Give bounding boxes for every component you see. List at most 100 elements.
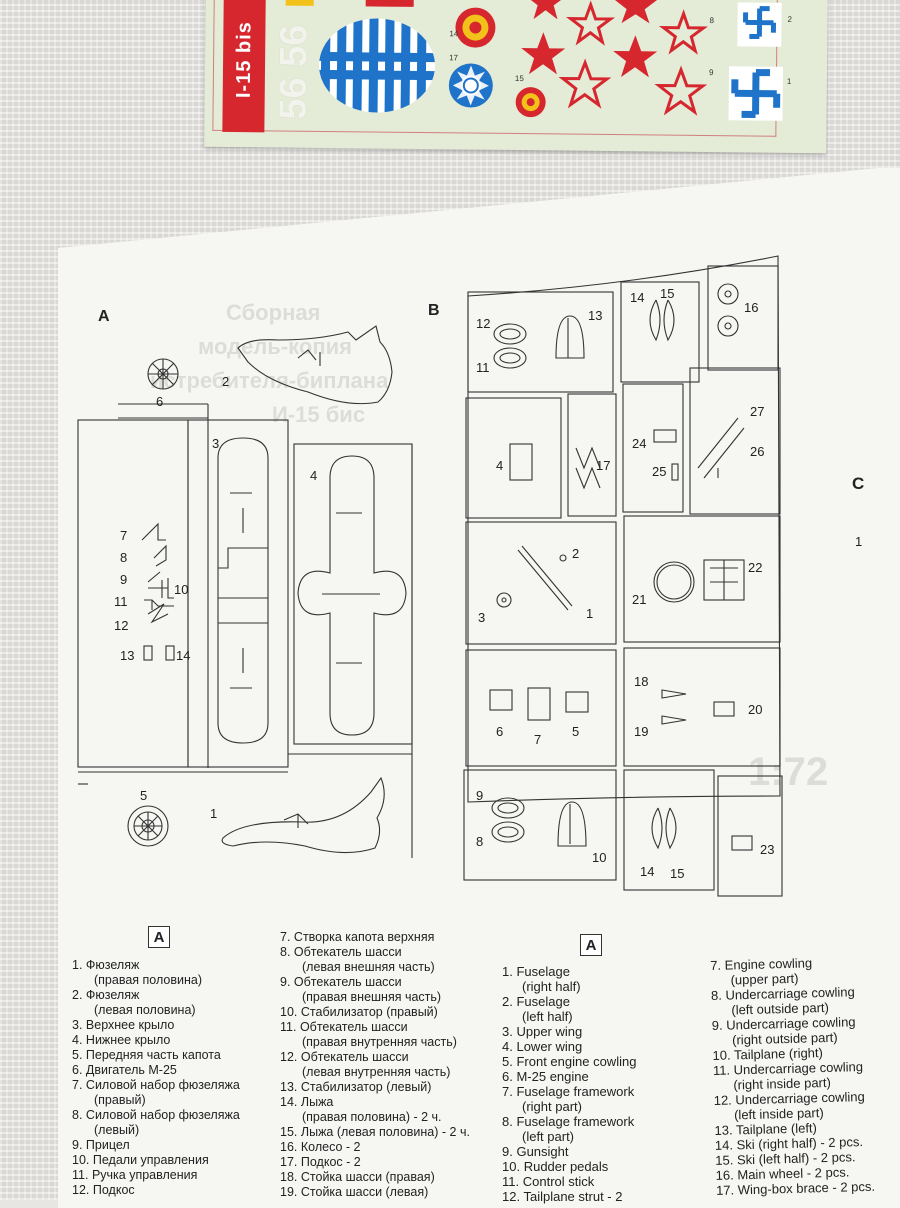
legend-item: 13. Стабилизатор (левый) (280, 1080, 470, 1095)
legend-item-text: Двигатель М-25 (85, 1063, 177, 1077)
legend-item: (левая внешняя часть) (280, 960, 470, 975)
part-a5-cowling-icon (127, 805, 169, 847)
legend-item-text: (правая половина) (94, 973, 203, 987)
legend-item: 11. Обтекатель шасси (280, 1020, 470, 1035)
legend-item-text: Прицел (85, 1138, 130, 1152)
legend-item: (правая половина) (72, 973, 240, 988)
legend-item: 5. Передняя часть капота (72, 1048, 240, 1063)
ghost-title-line: модель-копия (198, 334, 352, 359)
callout-number: 7 (120, 528, 128, 543)
legend-item-number: 16. (280, 1140, 298, 1154)
callout-number: 5 (140, 788, 148, 803)
legend-item: 7. Створка капота верхняя (280, 930, 470, 945)
legend-item: 15. Лыжа (левая половина) - 2 ч. (280, 1125, 470, 1140)
legend-item-number: 13. (280, 1080, 298, 1094)
legend-item: (left half) (502, 1009, 636, 1024)
legend-item-number: 9. (502, 1144, 513, 1159)
legend-item-number: 3. (502, 1024, 513, 1039)
legend-item: 16. Колесо - 2 (280, 1140, 470, 1155)
part-a6-engine-icon (147, 358, 179, 390)
legend-item-text: Педали управления (92, 1153, 209, 1167)
callout-number: 3 (478, 610, 486, 625)
callout-number: 11 (114, 594, 128, 609)
legend-item-number: 10. (280, 1005, 298, 1019)
sprue-a-frame (77, 403, 413, 858)
legend-item: (левая внутренняя часть) (280, 1065, 470, 1080)
legend-item: (правая внутренняя часть) (280, 1035, 470, 1050)
legend-item: 3. Upper wing (502, 1024, 636, 1039)
decal-number: 15 (514, 73, 524, 84)
legend-item: 17. Подкос - 2 (280, 1155, 470, 1170)
legend-item-number: 11. (72, 1168, 89, 1182)
legend-en-column-2: 7. Engine cowling(upper part)8. Undercar… (710, 954, 875, 1198)
legend-item-text: Engine cowling (724, 955, 813, 973)
legend-item: (левый) (72, 1123, 240, 1138)
legend-item-text: Стойка шасси (правая) (300, 1170, 435, 1184)
legend-item: 8. Fuselage framework (502, 1114, 636, 1129)
callout-number: 10 (174, 582, 189, 597)
decal-roundel-spain-small (515, 87, 546, 118)
ghost-scale: 1:72 (748, 750, 829, 794)
legend-item-number: 11. (712, 1062, 731, 1078)
callout-number: 21 (632, 592, 647, 607)
legend-item-number: 6. (72, 1063, 83, 1077)
legend-item-number: 10. (712, 1047, 731, 1063)
legend-item-number: 5. (72, 1048, 83, 1062)
sprue-b-label: B (428, 302, 440, 319)
legend-item-text: (правая половина) - 2 ч. (302, 1110, 442, 1124)
legend-item-number: 12. (72, 1183, 90, 1197)
legend-item: 11. Ручка управления (72, 1168, 240, 1183)
callout-number: 12 (476, 316, 491, 331)
legend-item-number: 15. (715, 1152, 734, 1168)
legend-item-text: Силовой набор фюзеляжа (85, 1108, 240, 1122)
legend-item-text: Обтекатель шасси (293, 945, 402, 959)
part-a2-fuselage-icon (237, 325, 393, 405)
decal-sheet: I-15 bis 56 56 (204, 0, 828, 154)
legend-item-text: Upper wing (516, 1024, 583, 1039)
part-a4-lower-wing-icon (297, 455, 407, 736)
legend-item-number: 11. (280, 1020, 297, 1034)
callout-number: 5 (572, 724, 580, 739)
legend-item: 7. Fuselage framework (502, 1084, 636, 1099)
legend-item: (right half) (502, 979, 636, 994)
legend-item-text: Fuselage (516, 964, 570, 979)
callout-number: 13 (588, 308, 603, 323)
callout-number: 11 (476, 360, 490, 375)
legend-item: 4. Lower wing (502, 1039, 636, 1054)
legend-item: 6. M-25 engine (502, 1069, 636, 1084)
legend-item: 4. Нижнее крыло (72, 1033, 240, 1048)
part-a7-a14-small-parts-icon (141, 522, 175, 661)
legend-item-number: 9. (280, 975, 291, 989)
decal-yellow-shape (285, 0, 314, 6)
legend-ru-box: A (148, 926, 170, 948)
legend-item-number: 18. (280, 1170, 298, 1184)
legend-item-number: 6. (502, 1069, 513, 1084)
legend-item-text: Стойка шасси (левая) (300, 1185, 429, 1199)
callout-number: 8 (476, 834, 484, 849)
legend-item-text: Стабилизатор (правый) (300, 1005, 438, 1019)
callout-number: 16 (744, 300, 759, 315)
legend-item-number: 15. (280, 1125, 298, 1139)
legend-item: 19. Стойка шасси (левая) (280, 1185, 470, 1200)
part-a3-upper-wing-icon (217, 437, 269, 744)
legend-item-text: Фюзеляж (85, 958, 140, 972)
legend-item: 12. Tailplane strut - 2 (502, 1189, 636, 1204)
legend-item-number: 7. (280, 930, 291, 944)
callout-number: 8 (120, 550, 128, 565)
legend-item: 1. Фюзеляж (72, 958, 240, 973)
legend-item-number: 12. (713, 1092, 732, 1108)
decal-roundel-spain (455, 7, 496, 48)
legend-item-number: 7. (502, 1084, 513, 1099)
callout-number: 7 (534, 732, 542, 747)
decal-number: 14 (449, 29, 459, 39)
callout-number: 4 (310, 468, 318, 483)
legend-item-text: Ручка управления (91, 1168, 198, 1182)
legend-item: (правый) (72, 1093, 240, 1108)
sprue-a-label: A (98, 308, 110, 325)
legend-item-text: Передняя часть капота (85, 1048, 221, 1062)
ghost-title-line: Сборная (226, 300, 321, 325)
legend-item-number: 14. (714, 1137, 734, 1153)
decal-graphics (285, 0, 784, 121)
callout-number: 22 (748, 560, 763, 575)
decal-roundel-china (448, 63, 493, 108)
